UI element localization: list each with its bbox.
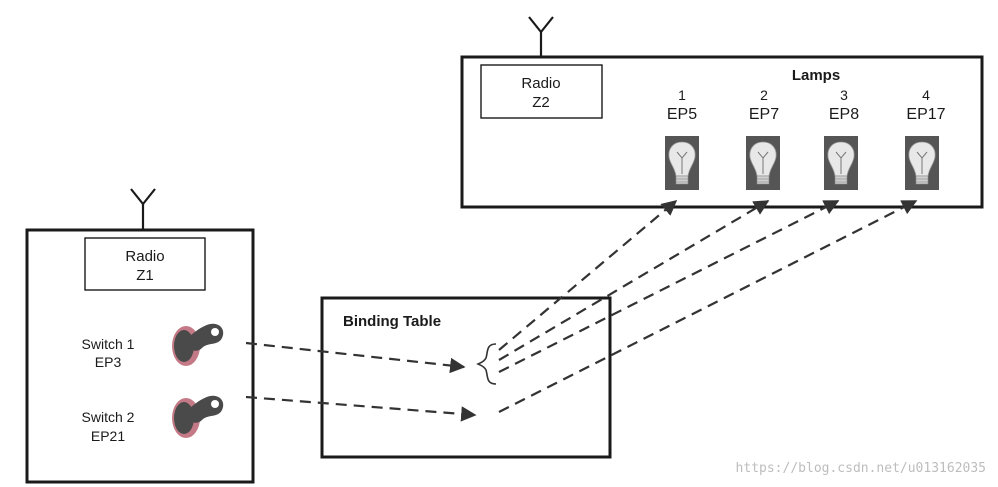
arrow-switch2-to-table [245,395,477,422]
lamp-number: 3 [840,87,848,103]
lamp-1: 1 EP5 [664,87,700,191]
arrow-switch1-to-table [245,341,466,374]
lamp-3: 3 EP8 [823,87,859,191]
lamp-2: 2 EP7 [745,87,781,191]
lamp-endpoint: EP17 [906,106,945,123]
binding-table-title: Binding Table [343,313,441,330]
switch-2: Switch 2 EP21 [82,395,224,444]
lamps-device-box [460,55,984,209]
switch-device: Radio Z1 Switch 1 EP3 Switch 2 EP21 [25,188,255,484]
binding-table: Binding Table [320,296,612,459]
antenna-icon [130,188,156,230]
lamps-device: Radio Z2 Lamps 1 EP5 2 EP7 3 EP8 4 EP17 [460,16,984,209]
lamps-title: Lamps [792,67,840,84]
lamp-bulb-icon [745,135,781,191]
toggle-switch-icon [172,395,224,438]
switch-endpoint: EP3 [95,354,122,370]
lamp-number: 2 [760,87,768,103]
lamp-number: 4 [922,87,930,103]
radio-z1-label: Radio [125,248,164,265]
switch-1: Switch 1 EP3 [82,323,224,370]
switch-endpoint: EP21 [91,428,125,444]
radio-z1-id: Z1 [136,267,154,284]
arrow-table-to-lamp2 [498,200,770,361]
arrow-table-to-lamp3 [498,200,840,373]
lamp-number: 1 [678,87,686,103]
lamp-endpoint: EP7 [749,106,779,123]
binding-table-box [320,296,612,459]
toggle-switch-icon [172,323,224,366]
lamp-endpoint: EP5 [667,106,697,123]
radio-z2-id: Z2 [532,94,550,111]
lamp-endpoint: EP8 [829,106,859,123]
watermark-url: https://blog.csdn.net/u013162035 [736,461,986,476]
arrow-table-to-lamp4 [498,200,918,413]
switch-label: Switch 2 [82,409,135,425]
lamp-4: 4 EP17 [904,87,946,191]
radio-z2-box [480,64,603,119]
radio-z1-box [84,237,206,291]
lamp-bulb-icon [823,135,859,191]
binding-arrows [245,200,918,422]
arrow-table-to-lamp1 [498,200,678,351]
binding-group-brace [476,343,497,385]
switch-device-box [25,228,255,484]
antenna-icon [528,16,554,57]
radio-z2-label: Radio [521,75,560,92]
lamp-bulb-icon [664,135,700,191]
switch-label: Switch 1 [82,336,135,352]
lamp-bulb-icon [904,135,940,191]
